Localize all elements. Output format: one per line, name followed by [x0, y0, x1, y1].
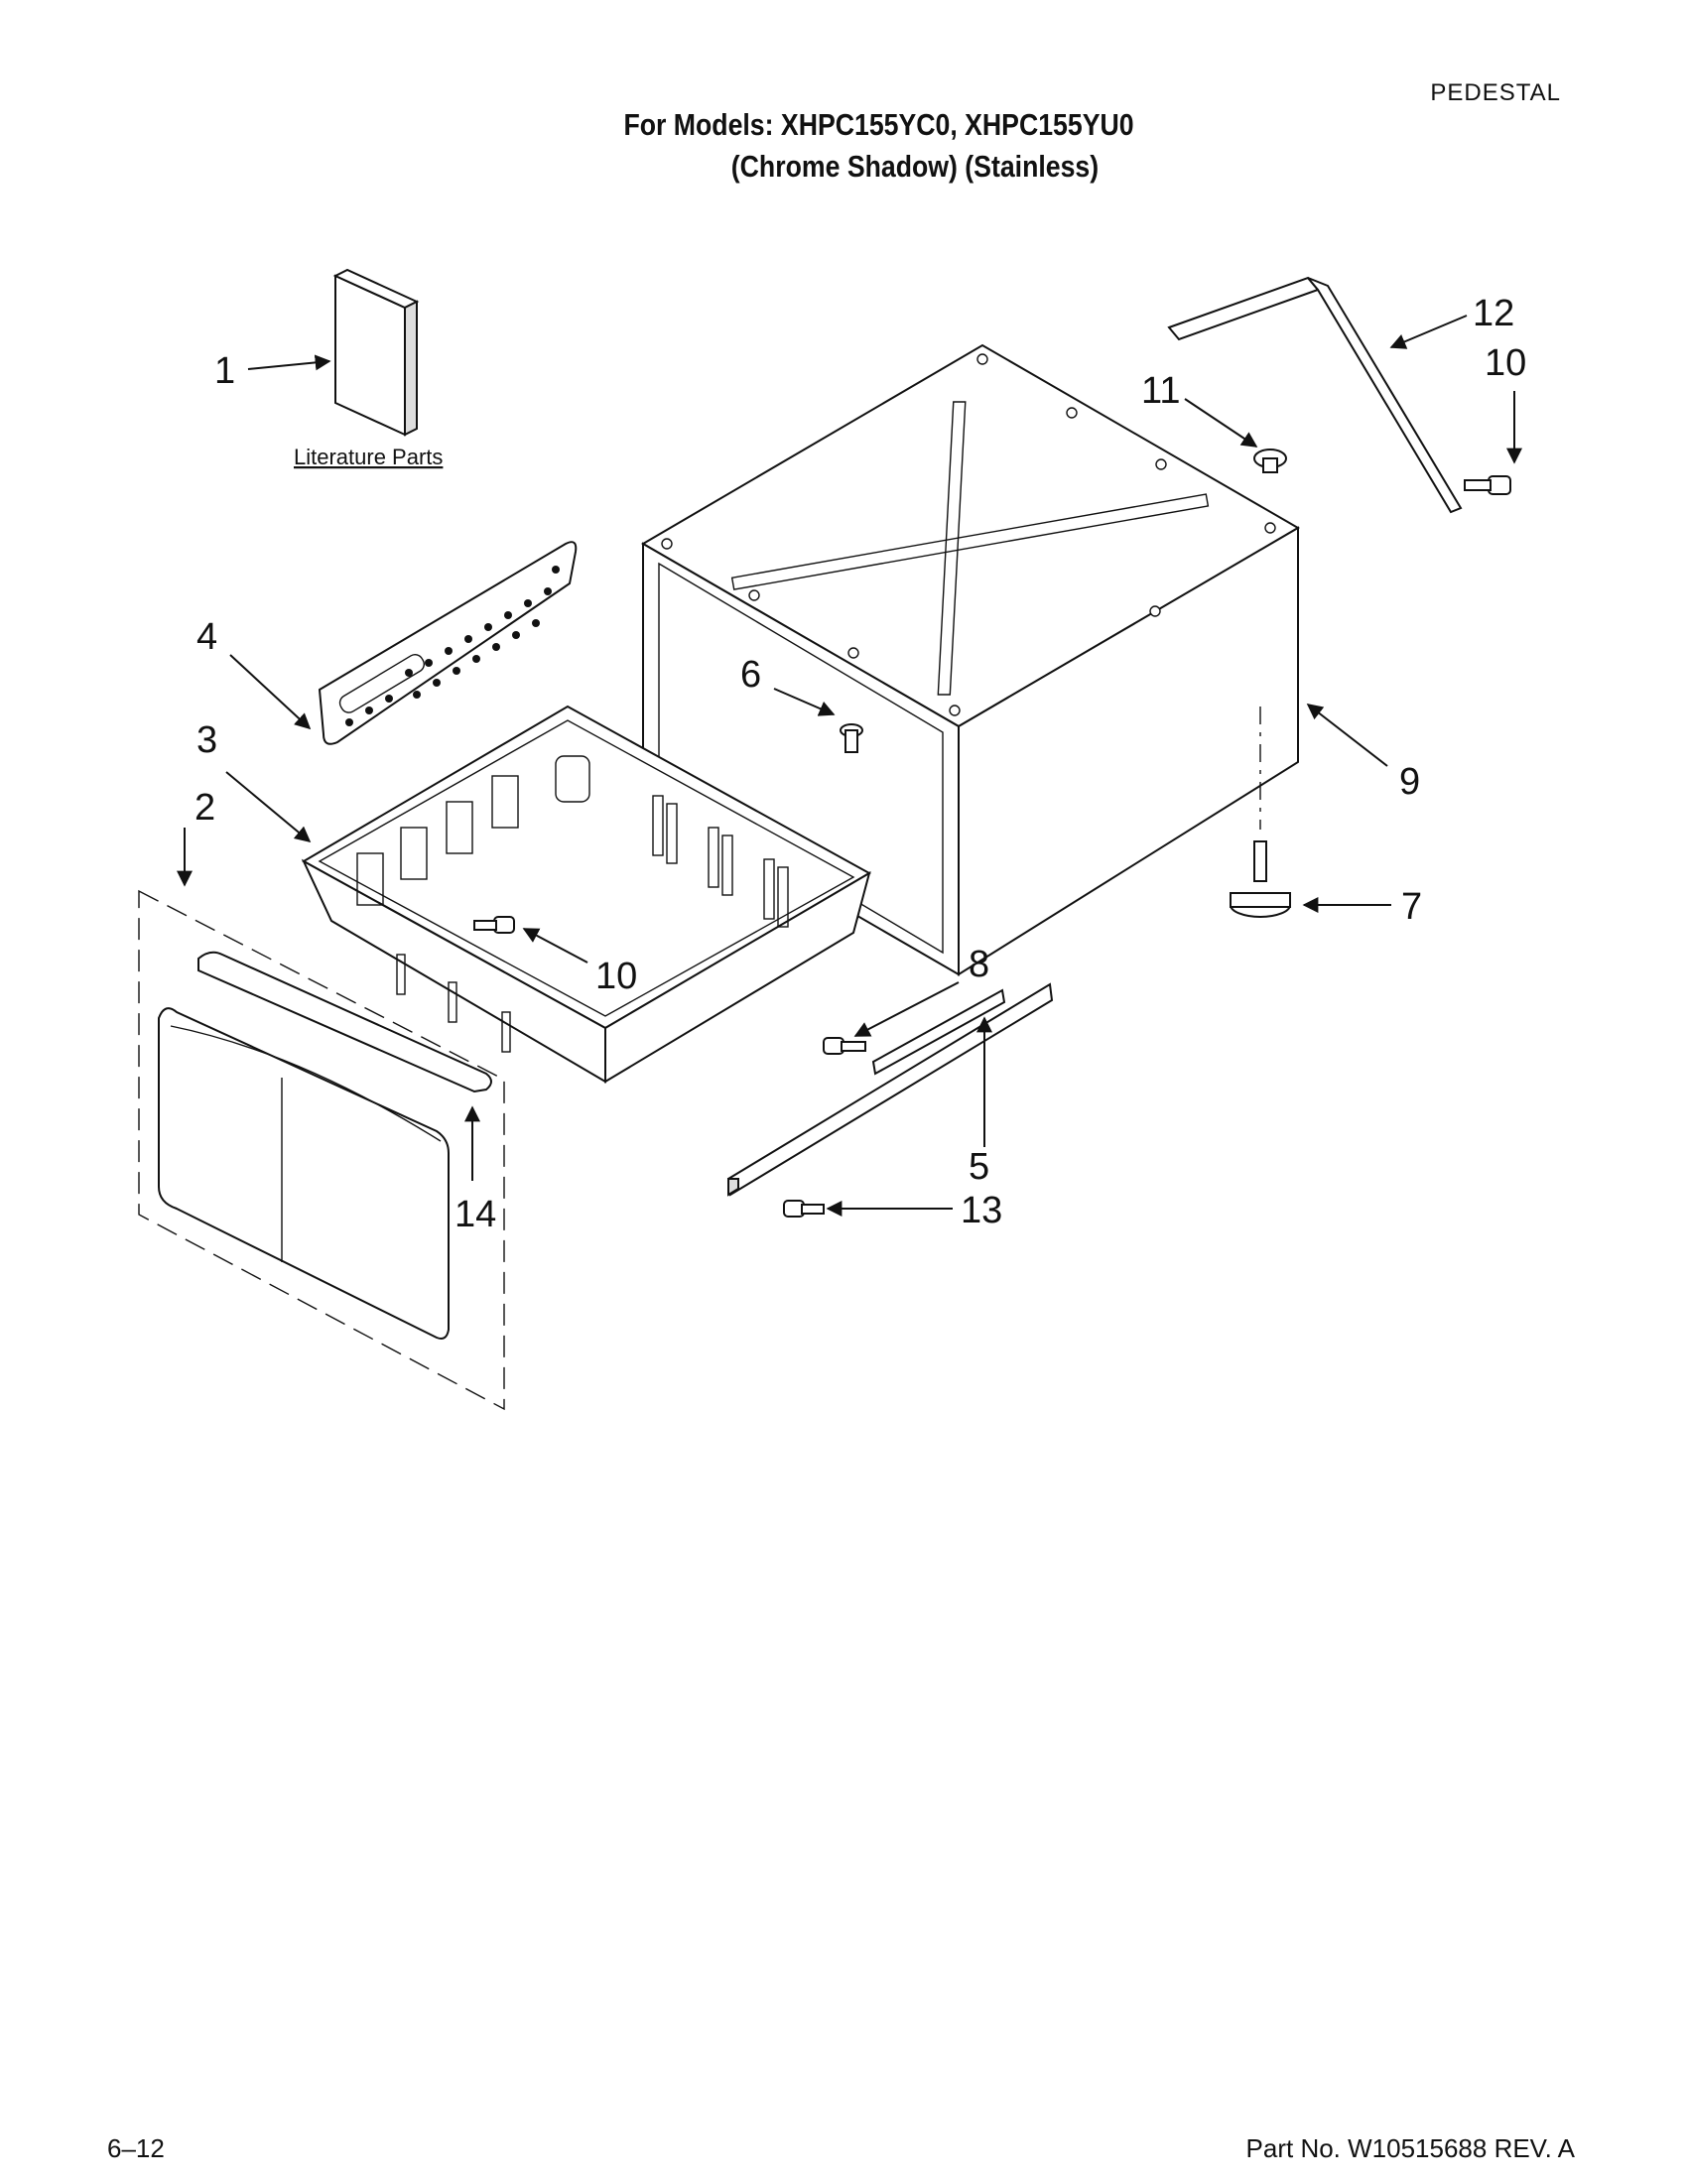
- callout-4: 4: [196, 616, 217, 658]
- section-label: PEDESTAL: [1430, 79, 1561, 106]
- callout-13: 13: [961, 1190, 1002, 1231]
- drawer-handle: [197, 951, 492, 1181]
- page-number: 6–12: [107, 2133, 165, 2163]
- pedestal-cabinet: [641, 343, 1388, 976]
- callout-11: 11: [1141, 370, 1180, 412]
- callout-3: 3: [196, 719, 217, 761]
- literature-booklet: [247, 268, 420, 437]
- part-number: Part No. W10515688 REV. A: [1245, 2133, 1575, 2163]
- drawer-bin: [225, 705, 872, 1084]
- callout-12: 12: [1473, 293, 1514, 334]
- title-finishes: (Chrome Shadow) (Stainless): [730, 149, 1100, 184]
- slide-screw: [823, 981, 960, 1055]
- callout-1: 1: [214, 350, 235, 392]
- callout-9: 9: [1399, 761, 1420, 803]
- leveling-leg: [1230, 707, 1391, 918]
- callout-2: 2: [195, 787, 215, 829]
- callout-8: 8: [969, 944, 989, 985]
- callout-5: 5: [969, 1146, 989, 1188]
- title-models: For Models: XHPC155YC0, XHPC155YU0: [623, 107, 1134, 142]
- bracket-screw-upper: [1464, 391, 1522, 495]
- drawer-front-panel: [158, 1007, 450, 1340]
- front-panel-overlay: [229, 541, 578, 745]
- literature-parts-label: Literature Parts: [294, 445, 443, 469]
- drawer-slide: [726, 982, 1054, 1197]
- drawer-front-assembly: [138, 828, 505, 1411]
- leveling-button: [1184, 398, 1287, 473]
- callout-10-upper: 10: [1485, 342, 1526, 384]
- callout-14: 14: [454, 1194, 496, 1235]
- anti-tip-bracket: [1167, 276, 1468, 514]
- callout-6: 6: [740, 654, 761, 696]
- cabinet-screw: [773, 688, 863, 753]
- callout-7: 7: [1401, 886, 1422, 928]
- slide-mount-screw: [783, 1200, 953, 1218]
- callout-10-lower: 10: [595, 956, 637, 997]
- bin-screw-lower: [473, 916, 588, 964]
